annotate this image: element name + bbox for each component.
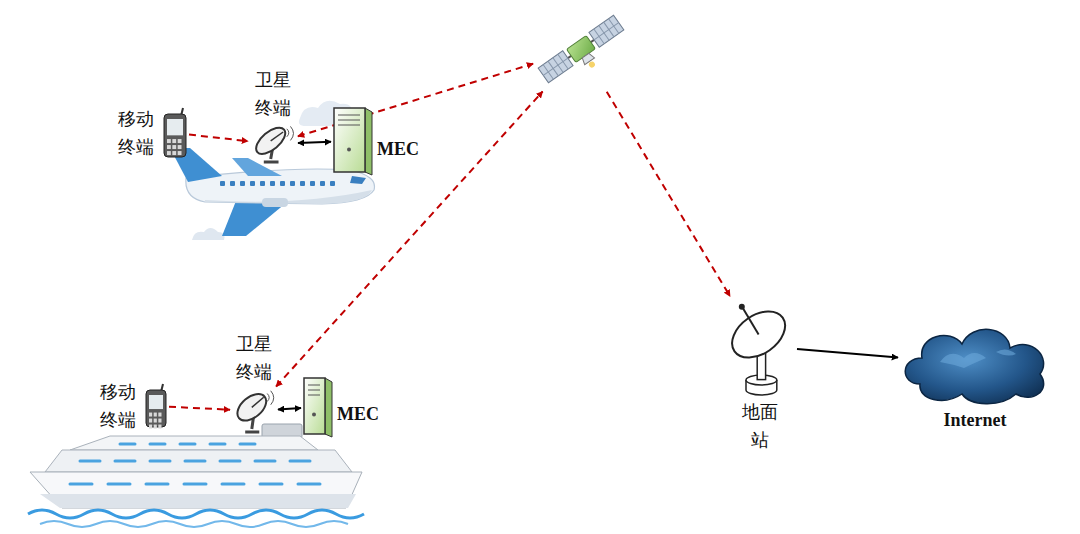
phone-screen xyxy=(167,119,183,135)
mec-server-icon xyxy=(303,376,333,438)
wireless-link xyxy=(169,407,230,410)
satellite-terminal-icon xyxy=(250,124,296,164)
satellite-body xyxy=(538,15,631,93)
mobile-terminal: 移动 终端 xyxy=(163,108,187,158)
sky-cloud xyxy=(192,228,224,240)
satellite xyxy=(535,8,627,90)
wireless-link xyxy=(298,64,533,137)
server-front xyxy=(304,378,325,434)
dish-feed xyxy=(252,397,264,407)
wired-link xyxy=(797,349,898,357)
node-label: MEC xyxy=(377,139,419,161)
server-side xyxy=(365,108,372,175)
signal-waves xyxy=(287,126,294,140)
mobile-terminal-icon xyxy=(145,384,167,428)
dish-reflector xyxy=(252,123,290,159)
node-caption: 移动 终端 xyxy=(98,378,139,434)
node-caption: 卫星 终端 xyxy=(233,330,274,386)
node-caption: 地面站 xyxy=(739,398,780,454)
wired-link xyxy=(278,408,301,409)
satellite-icon xyxy=(535,8,627,90)
station-feed xyxy=(743,308,759,335)
cloud-shape xyxy=(905,329,1043,403)
cloud-highlight xyxy=(940,349,1016,368)
node-label: Internet xyxy=(944,410,1007,432)
cruise-ship xyxy=(30,424,362,508)
node-label: MEC xyxy=(337,404,379,426)
dish-feed xyxy=(271,132,283,141)
server-front xyxy=(334,108,365,172)
phone-body xyxy=(146,390,166,427)
server-slots xyxy=(308,385,320,395)
station-feed-tip xyxy=(739,304,745,310)
phone-screen xyxy=(149,395,163,409)
server-led xyxy=(312,412,316,416)
mec-server: MEC xyxy=(333,106,373,176)
mec-server: MEC xyxy=(303,376,333,438)
server-led xyxy=(347,147,351,151)
mec-server-icon xyxy=(333,106,373,176)
water-waves xyxy=(28,510,364,527)
wireless-link xyxy=(276,91,543,386)
phone-keys xyxy=(149,413,162,429)
phone-keys xyxy=(167,139,182,155)
wired-link xyxy=(298,142,331,143)
station-reflector xyxy=(724,302,794,367)
ground-station: 地面站 xyxy=(725,298,795,394)
mobile-terminal: 移动 终端 xyxy=(145,384,167,428)
satellite-terminal: 卫星 终端 xyxy=(232,388,276,434)
dish-reflector xyxy=(232,389,271,426)
wireless-link xyxy=(189,135,248,142)
server-slots xyxy=(338,115,360,125)
internet-cloud: Internet xyxy=(900,322,1050,406)
ground-station-icon xyxy=(725,298,795,394)
node-caption: 移动 终端 xyxy=(116,105,157,161)
internet-cloud-icon xyxy=(900,322,1050,406)
phone-body xyxy=(164,114,186,157)
wireless-link xyxy=(607,92,730,297)
signal-waves xyxy=(267,391,274,405)
mobile-terminal-icon xyxy=(163,108,187,158)
server-side xyxy=(325,378,332,437)
satellite-terminal: 卫星 终端 xyxy=(250,124,296,164)
node-caption: 卫星 终端 xyxy=(252,66,293,122)
satellite-terminal-icon xyxy=(232,388,276,434)
